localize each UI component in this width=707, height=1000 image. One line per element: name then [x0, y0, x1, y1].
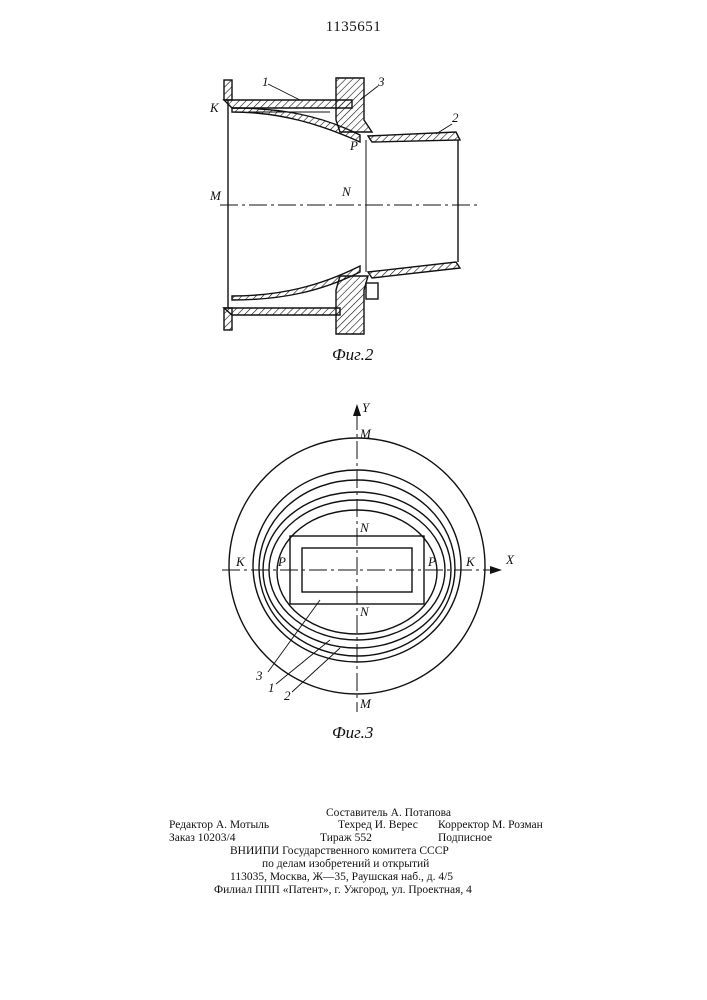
editor: Редактор А. Мотыль: [169, 818, 269, 832]
label-x: X: [505, 552, 515, 567]
address: 113035, Москва, Ж—35, Раушская наб., д. …: [230, 870, 453, 884]
label-k-left: K: [235, 554, 246, 569]
label-m-bottom: M: [359, 696, 372, 711]
label-part-1: 1: [268, 680, 275, 695]
corrector: Корректор М. Розман: [438, 818, 543, 832]
figure-3-drawing: Y X M M N N K K P P 3 1 2 Фиг.3: [0, 0, 707, 760]
label-k-right: K: [465, 554, 476, 569]
label-y: Y: [362, 400, 371, 415]
techred: Техред И. Верес: [338, 818, 418, 832]
order: Заказ 10203/4: [169, 831, 236, 845]
label-p-right: P: [427, 554, 436, 569]
label-part-2: 2: [284, 688, 291, 703]
label-part-3: 3: [255, 668, 263, 683]
org-line-1: ВНИИПИ Государственного комитета СССР: [230, 844, 449, 858]
arrow-x-icon: [490, 566, 502, 574]
arrow-y-icon: [353, 404, 361, 416]
figure-3-caption: Фиг.3: [332, 723, 373, 742]
label-n-top: N: [359, 520, 370, 535]
label-m-top: M: [359, 426, 372, 441]
label-p-left: P: [277, 554, 286, 569]
signed: Подписное: [438, 831, 492, 845]
circulation: Тираж 552: [320, 831, 372, 845]
branch: Филиал ППП «Патент», г. Ужгород, ул. Про…: [214, 883, 472, 897]
label-n-bottom: N: [359, 604, 370, 619]
org-line-2: по делам изобретений и открытий: [262, 857, 429, 871]
